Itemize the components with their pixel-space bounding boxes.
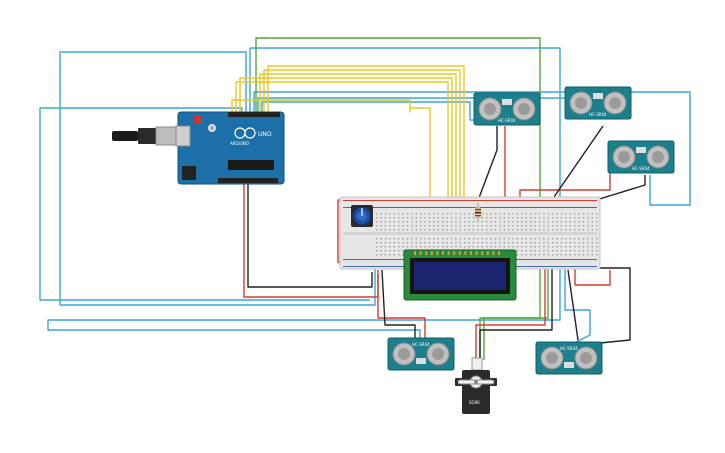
wire-black-sensor2 [544,125,604,211]
wire-red-sensor2 [519,170,611,200]
arduino-chip [228,160,274,170]
lcd-screen [414,262,506,290]
lcd-pin-header [414,251,500,255]
wire-red-bottom-left [377,275,426,342]
ultrasonic-sensor-1: HC-SR04 [473,92,541,126]
wire-black-sensor3 [579,175,646,206]
arduino-uno: ARDUINO UNO [112,111,285,185]
resistor [475,203,481,222]
wire-yellow-6 [267,65,465,250]
lcd-display [403,249,517,301]
potentiometer[interactable] [351,205,373,227]
wire-red-servo [475,265,546,360]
svg-text:SG90: SG90 [469,400,480,405]
svg-text:HC-SR04: HC-SR04 [589,112,607,117]
wire-black-arduino-gnd [247,180,373,288]
wire-black-bottom-right [570,267,631,346]
arduino-reset-button [194,115,202,123]
wire-yellow-4 [259,73,457,250]
wire-black-bottom-right-2 [567,269,579,341]
ultrasonic-sensor-5: HC-SR04 [535,341,603,375]
wire-blue-left-inner [39,107,370,301]
arduino-brand-text: ARDUINO [230,141,249,146]
arduino-usb-port [175,125,191,147]
wire-black-servo [479,265,553,360]
svg-text:HC-SR04: HC-SR04 [412,342,430,347]
breadboard-center-channel [343,232,597,235]
servo-motor: SG90 [455,357,497,414]
breadboard-rail-top-blue [343,207,597,208]
wire-yellow-2 [235,81,449,250]
svg-text:HC-SR04: HC-SR04 [560,346,578,351]
svg-text:HC-SR04: HC-SR04 [498,118,516,123]
wire-blue-bottom-right [564,265,591,346]
arduino-power-jack [182,166,196,180]
wire-green-servo [483,262,549,360]
wire-blue-top-right [253,91,691,206]
wire-yellow-3 [239,77,453,250]
svg-text:HC-SR04: HC-SR04 [632,166,650,171]
breadboard-rail-top-red [343,200,597,201]
wire-red-bottom-right [574,268,611,286]
wire-black-bottom-left [381,269,416,342]
ultrasonic-sensor-4: HC-SR04 [387,337,455,371]
wires [39,37,691,360]
usb-cable [112,131,138,141]
arduino-model-text: UNO [258,131,272,138]
wire-blue-left-outer [59,51,376,306]
arduino-header-top [228,112,280,117]
wire-yellow-1 [231,99,431,250]
arduino-header-bottom [218,178,278,183]
ultrasonic-sensor-3: HC-SR04 [607,140,675,174]
wire-blue-long-bottom [47,47,561,340]
ultrasonic-sensor-2: HC-SR04 [564,86,632,120]
wire-yellow-5 [263,69,461,250]
